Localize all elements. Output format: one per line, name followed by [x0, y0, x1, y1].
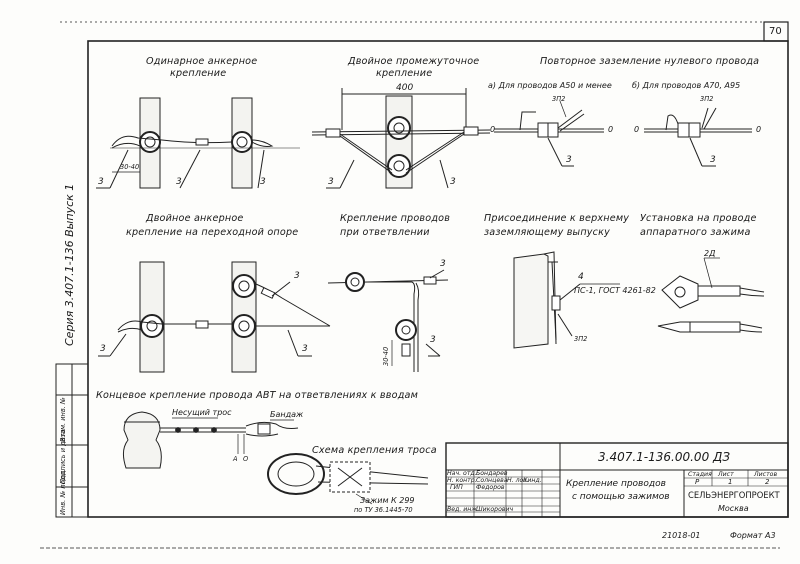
name-cell: Бондарев [476, 470, 508, 477]
label-o: О [243, 455, 249, 463]
name-cell: Шикорович [476, 506, 514, 513]
fig-cable-scheme [267, 453, 429, 505]
callout-3: 3 [328, 177, 334, 187]
sheet-value: 1 [728, 478, 733, 486]
sheet-number: 70 [769, 26, 782, 37]
side-stamp-replace: Взам. инв. № [59, 397, 67, 442]
role-cell: Н. контр. [447, 477, 477, 484]
caption-regrounding-a: а) Для проводов А50 и менее [488, 81, 612, 90]
callout-3: 3 [302, 344, 308, 354]
callout-3: 3 [100, 344, 106, 354]
label-zero: 0 [756, 125, 762, 134]
label-2d: 2Д [704, 249, 716, 258]
fig-single-anchor [96, 97, 300, 189]
caption-apparatus-clamp-1: Установка на проводе [640, 213, 757, 224]
caption-branch-fastening-2: при ответвлении [340, 227, 430, 238]
fig-branch-fastening [327, 269, 449, 372]
fig-regrounding-a [494, 100, 604, 167]
role-cell: Вед. инж. [447, 506, 479, 513]
label-clamp-k299: Зажим К 299 [360, 496, 415, 505]
label-zero: 0 [634, 125, 640, 134]
callout-3: 3 [566, 155, 572, 165]
fig-end-fastening [122, 411, 299, 469]
callout-3: 3 [294, 271, 300, 281]
fig-double-intermediate [311, 88, 491, 189]
caption-ground-connection-2: заземляющему выпуску [484, 227, 611, 238]
fig-ground-connection [513, 251, 620, 349]
document-title-2: с помощью зажимов [572, 492, 670, 502]
caption-apparatus-clamp-2: аппаратного зажима [640, 227, 751, 238]
callout-3: 3 [430, 335, 436, 345]
caption-end-fastening: Концевое крепление провода АВТ на ответв… [96, 390, 419, 401]
name-cell: Федоров [476, 484, 505, 491]
fig-double-anchor-transition [98, 261, 331, 373]
label-ps-gost: ПС-1, ГОСТ 4261-82 [574, 286, 656, 295]
caption-double-intermediate-2: крепление [376, 68, 433, 79]
organization: СЕЛЬЭНЕРГОПРОЕКТ [688, 490, 780, 500]
label-zero: 0 [490, 125, 496, 134]
document-title-1: Крепление проводов [566, 479, 666, 489]
callout-3: 3 [440, 259, 446, 269]
label-3p2: 3П2 [552, 95, 566, 103]
label-tu: по ТУ 36.1445-70 [354, 506, 413, 514]
format-label: Формат А3 [730, 531, 776, 540]
sheet-frame [87, 40, 789, 518]
caption-double-anchor-transition-1: Двойное анкерное [146, 213, 244, 224]
sheets-header: Листов [754, 471, 778, 478]
name-cell: Н. лоз. [507, 477, 529, 484]
role-cell: ГИП [450, 484, 463, 491]
stage-value: Р [695, 478, 700, 486]
role-cell: Нач. отд. [447, 470, 477, 477]
sheet-header: Лист [718, 471, 734, 478]
caption-cable-scheme: Схема крепления троса [312, 445, 437, 456]
document-code: 3.407.1-136.00.00 ДЗ [598, 450, 731, 464]
callout-3: 3 [98, 177, 104, 187]
caption-ground-connection-1: Присоединение к верхнему [484, 213, 630, 224]
caption-double-anchor-transition-2: крепление на переходной опоре [126, 227, 299, 238]
dimension-30-40: 30-40 [120, 163, 140, 171]
fig-apparatus-clamp [657, 257, 765, 333]
callout-4: 4 [578, 272, 584, 282]
caption-single-anchor-1: Одинарное анкерное [146, 56, 258, 67]
dimension-30-40-vertical: 30-40 [382, 346, 390, 366]
callout-3: 3 [176, 177, 182, 187]
city: Москва [718, 504, 749, 513]
name-cell: Кинд. [523, 477, 542, 484]
label-3p2: 3П2 [574, 335, 588, 343]
callout-3: 3 [710, 155, 716, 165]
title-block [445, 442, 789, 518]
sheet-number-box [763, 21, 789, 42]
callout-3: 3 [450, 177, 456, 187]
label-carrier-cable: Несущий трос [172, 408, 232, 417]
fig-regrounding-b [644, 107, 752, 167]
label-zero: 0 [608, 125, 614, 134]
caption-regrounding-b: б) Для проводов А70, А95 [632, 81, 741, 90]
caption-double-intermediate-1: Двойное промежуточное [348, 56, 480, 67]
sheets-value: 2 [765, 478, 770, 486]
order-number: 21018-01 [662, 531, 701, 540]
side-series-label: Серия 3.407.1-136 Выпуск 1 [63, 183, 76, 346]
dimension-400: 400 [396, 83, 414, 93]
label-3p2: 3П2 [700, 95, 714, 103]
callout-3: 3 [260, 177, 266, 187]
stage-header: Стадия [688, 471, 712, 478]
caption-regrounding: Повторное заземление нулевого провода [540, 56, 760, 67]
caption-single-anchor-2: крепление [170, 68, 227, 79]
name-cell: Солнцева [476, 477, 508, 484]
caption-branch-fastening-1: Крепление проводов [340, 213, 451, 224]
label-a: А [233, 455, 238, 463]
label-bandage: Бандаж [270, 410, 304, 419]
